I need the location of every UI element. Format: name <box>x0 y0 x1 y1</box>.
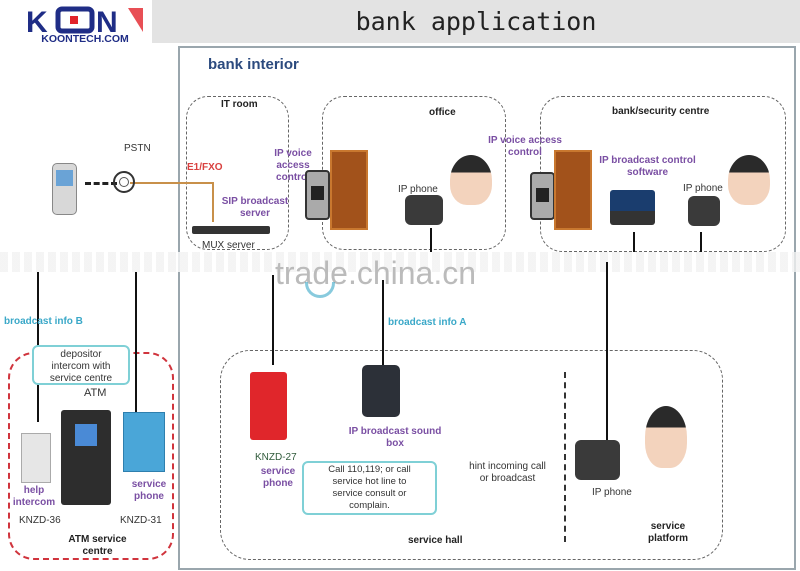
atm-label: ATM <box>84 387 107 399</box>
mux-server-icon <box>192 226 270 234</box>
page-title: bank application <box>355 7 597 36</box>
operator-avatar <box>728 155 770 205</box>
service-hall-zone <box>220 350 723 560</box>
access-control-label: IP voice access control <box>274 148 312 183</box>
pstn-trunk-line <box>212 182 214 222</box>
ip-phone-icon <box>575 440 620 480</box>
connection-line <box>382 280 384 365</box>
blue-service-phone-label: service phone <box>131 479 167 502</box>
connection-line <box>430 228 432 252</box>
title-bar: bank application <box>152 0 800 43</box>
door-icon <box>554 150 592 230</box>
watermark-band <box>0 252 800 272</box>
ip-phone-label: IP phone <box>398 184 438 195</box>
office-label: office <box>429 107 456 118</box>
svg-text:K: K <box>26 6 48 39</box>
help-intercom-icon <box>21 433 51 483</box>
connection-line <box>606 262 608 440</box>
koontech-logo: K N KOONTECH.COM <box>26 4 144 46</box>
connection-line <box>700 232 702 252</box>
help-intercom-label: help intercom <box>12 485 56 508</box>
bank-interior-frame <box>178 46 796 570</box>
ip-phone-icon <box>688 196 720 226</box>
pstn-icon <box>113 171 135 193</box>
access-control-label: IP voice access control <box>488 135 562 158</box>
zone-divider <box>564 372 566 542</box>
svg-text:N: N <box>96 6 118 39</box>
service-hall-label: service hall <box>408 535 463 546</box>
access-control-icon <box>530 172 555 220</box>
it-room-zone <box>186 96 289 250</box>
access-control-icon <box>305 170 330 220</box>
bank-interior-label: bank interior <box>208 56 299 73</box>
mux-server-label: MUX server <box>202 240 255 251</box>
pstn-label: PSTN <box>124 143 151 154</box>
service-platform-label: service platform <box>648 521 688 544</box>
broadcast-software-label: IP broadcast control software <box>599 155 696 178</box>
logo-subtext: KOONTECH.COM <box>41 33 129 45</box>
knzd36-label: KNZD-36 <box>19 515 61 526</box>
ip-phone-label: IP phone <box>592 487 632 498</box>
it-room-label: IT room <box>221 99 258 110</box>
laptop-icon <box>610 190 655 225</box>
blue-service-phone-icon <box>123 412 165 472</box>
broadcast-info-b-label: broadcast info B <box>4 316 83 327</box>
dashed-link <box>85 182 117 185</box>
depositor-callout: depositor intercom with service centre <box>32 345 130 385</box>
knzd31-label: KNZD-31 <box>120 515 162 526</box>
pstn-trunk-line <box>130 182 213 184</box>
broadcast-info-a-label: broadcast info A <box>388 317 467 328</box>
red-service-phone-icon <box>250 372 287 440</box>
operator-avatar <box>450 155 492 205</box>
security-centre-label: bank/security centre <box>612 106 710 117</box>
sound-box-label: IP broadcast sound box <box>348 426 442 449</box>
ip-phone-icon <box>405 195 443 225</box>
mobile-phone-icon <box>52 163 77 215</box>
connection-line <box>135 272 137 422</box>
atm-centre-label: ATM service centre <box>68 534 127 557</box>
hint-label: hint incoming call or broadcast <box>469 461 546 484</box>
operator-avatar <box>645 406 687 468</box>
connection-line <box>633 232 635 252</box>
sip-server-label: SIP broadcast server <box>221 196 289 219</box>
e1fxo-label: E1/FXO <box>187 162 223 173</box>
red-service-phone-label: service phone <box>260 466 296 489</box>
knzd27-label: KNZD-27 <box>255 452 297 463</box>
sound-box-icon <box>362 365 400 417</box>
door-icon <box>330 150 368 230</box>
call-callout: Call 110,119; or call service hot line t… <box>302 461 437 515</box>
ip-phone-label: IP phone <box>683 183 723 194</box>
atm-icon <box>61 410 111 505</box>
connection-line <box>272 275 274 365</box>
